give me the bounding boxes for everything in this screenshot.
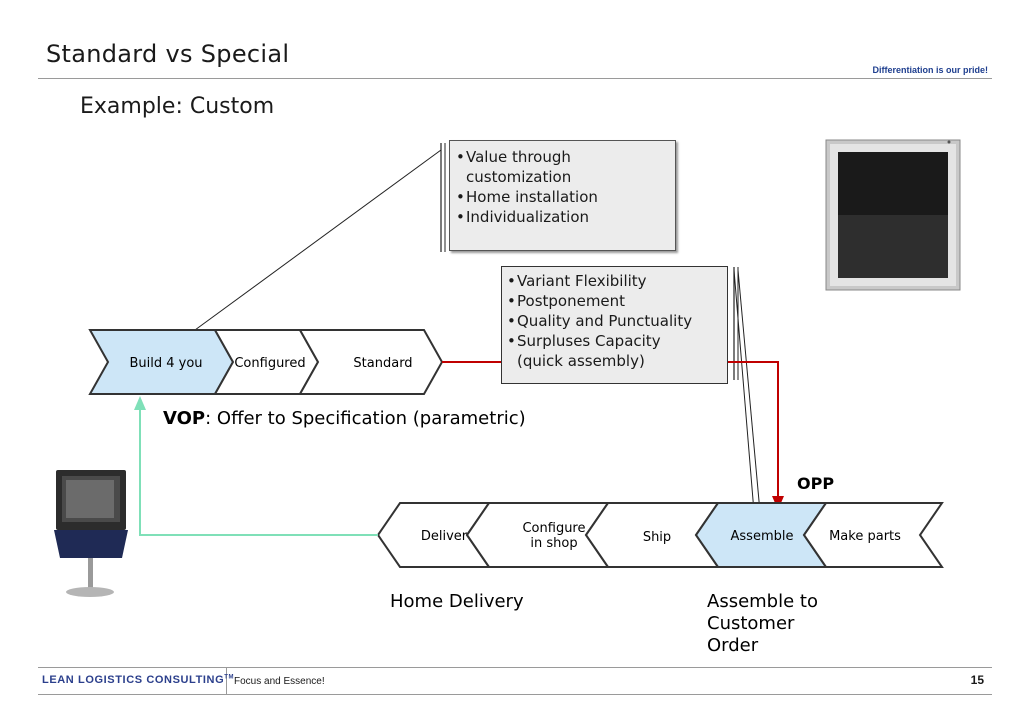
footer-divider <box>38 667 992 668</box>
trademark: TM <box>224 674 235 681</box>
callout-text: customization <box>466 168 572 186</box>
footer-separator <box>226 667 227 694</box>
page-title: Standard vs Special <box>46 40 290 68</box>
callout-connector-line <box>733 269 755 513</box>
assemble-order-label: Customer <box>707 613 795 634</box>
bottom-chain: Deliver Configure in shop Ship Assemble … <box>376 502 944 568</box>
callout-bullet-continued: (quick assembly) <box>507 351 722 371</box>
footer-brand: LEAN LOGISTICS CONSULTINGTM <box>42 674 234 686</box>
vop-label: VOP: Offer to Specification (parametric) <box>163 408 526 429</box>
opp-label: OPP <box>797 474 834 493</box>
callout-bullet: Individualization <box>456 207 669 227</box>
callout-flexibility: Variant Flexibility Postponement Quality… <box>501 266 728 384</box>
title-divider <box>38 78 992 79</box>
chevron-standard <box>298 329 444 395</box>
callout-bullet: Postponement <box>507 291 722 311</box>
feedback-arrowhead <box>134 396 146 410</box>
opp-arrow-line <box>728 361 779 497</box>
tv-stand-image <box>54 470 128 597</box>
callout-bullet-continued: customization <box>456 167 669 187</box>
chevron-label: Make parts <box>829 529 901 544</box>
brand-name: LEAN LOGISTICS CONSULTING <box>42 674 225 686</box>
top-chain: Build 4 you Configured Standard <box>88 329 444 395</box>
callout-bullet: Value through <box>456 147 669 167</box>
footer-divider <box>38 694 992 695</box>
assemble-order-label: Order <box>707 635 759 656</box>
callout-connector-line <box>194 149 442 331</box>
chevron-label: Configured <box>234 356 305 371</box>
callout-bullet: Variant Flexibility <box>507 271 722 291</box>
chevron-label: in shop <box>530 536 577 551</box>
callout-value: Value through customization Home install… <box>449 140 676 251</box>
framed-panel-image <box>825 139 961 291</box>
chevron-label: Deliver <box>421 529 468 544</box>
chevron-label: Ship <box>643 530 671 545</box>
home-delivery-label: Home Delivery <box>390 591 524 612</box>
chevron-make-parts <box>802 502 944 568</box>
slide-subtitle: Example: Custom <box>80 94 275 119</box>
callout-bullet: Surpluses Capacity <box>507 331 722 351</box>
chevron-label: Build 4 you <box>129 356 202 371</box>
callout-connector-line <box>737 269 761 513</box>
chevron-label: Assemble <box>731 529 794 544</box>
callout-bullet: Quality and Punctuality <box>507 311 722 331</box>
assemble-order-label: Assemble to <box>707 591 818 612</box>
page-number: 15 <box>970 673 984 687</box>
callout-text: (quick assembly) <box>517 352 645 370</box>
chevron-label: Standard <box>353 356 412 371</box>
tagline: Differentiation is our pride! <box>872 65 988 75</box>
footer-motto: Focus and Essence! <box>234 676 325 687</box>
callout-bullet: Home installation <box>456 187 669 207</box>
chevron-label: Configure <box>522 521 585 536</box>
feedback-arrow-line <box>139 408 378 536</box>
